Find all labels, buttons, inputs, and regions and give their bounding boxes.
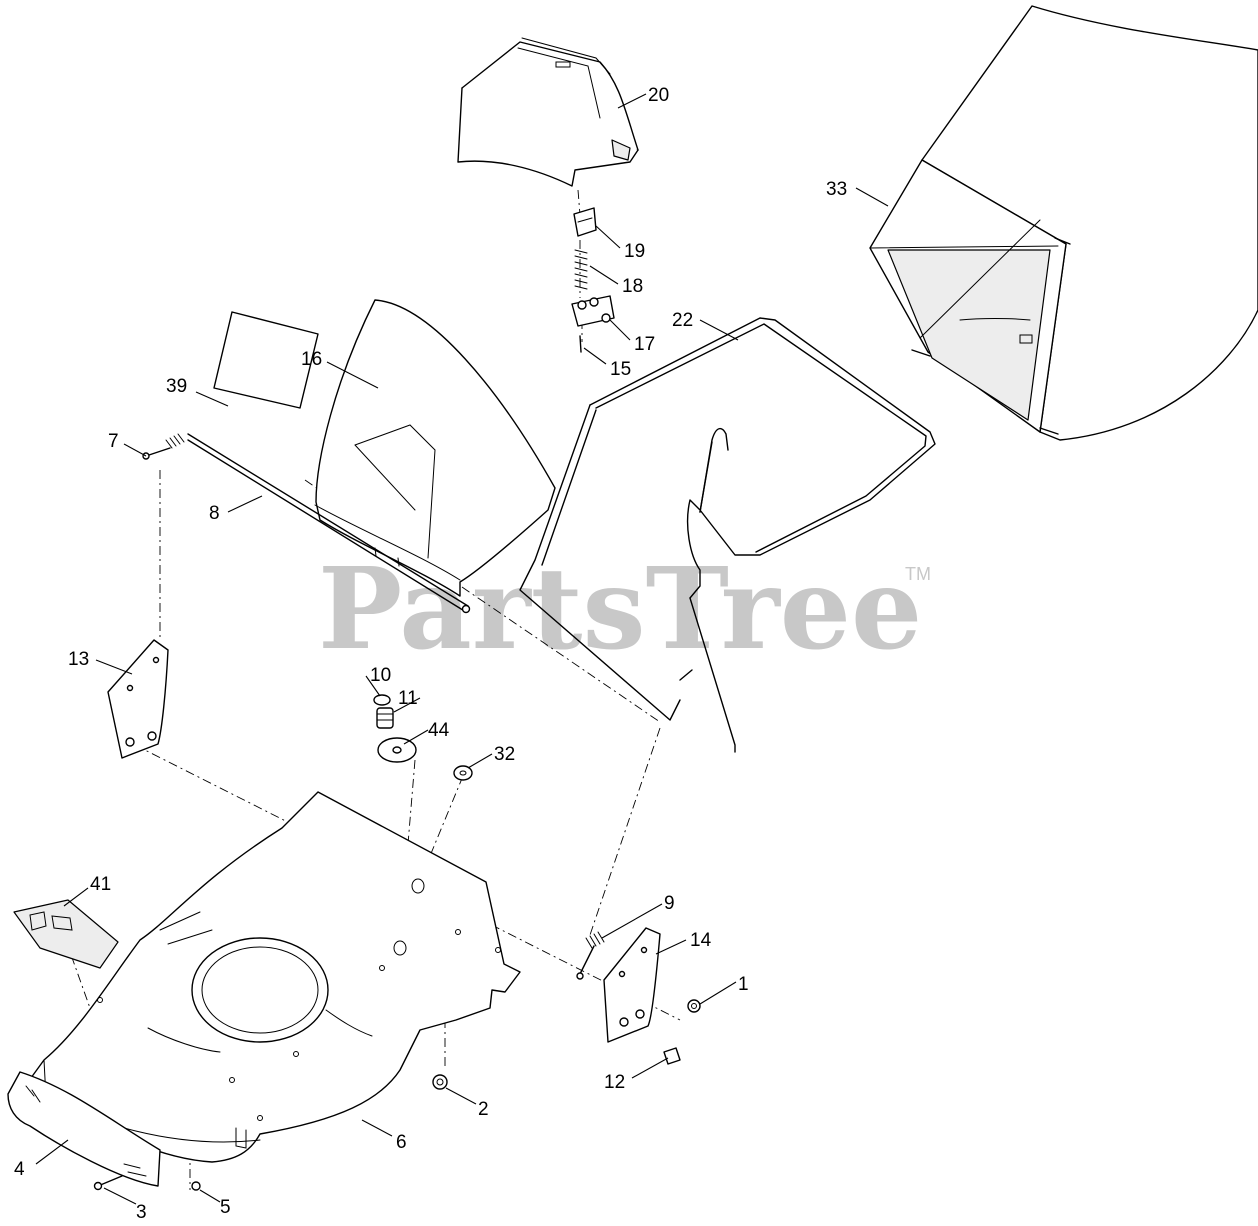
part-14-hinge-bracket-right bbox=[603, 927, 661, 1043]
part-41-decal bbox=[13, 899, 119, 969]
callout-32: 32 bbox=[494, 744, 515, 765]
callout-22: 22 bbox=[672, 310, 693, 331]
part-15-pin bbox=[579, 335, 582, 353]
callout-20: 20 bbox=[648, 85, 669, 106]
part-32-washer bbox=[453, 765, 473, 781]
leader-lines bbox=[35, 93, 889, 1205]
part-33-grass-bag bbox=[869, 5, 1258, 441]
callout-44: 44 bbox=[428, 720, 450, 741]
part-4-front-skirt bbox=[7, 1071, 161, 1187]
callout-15: 15 bbox=[610, 359, 631, 380]
callout-2: 2 bbox=[478, 1099, 489, 1120]
callout-8: 8 bbox=[209, 503, 220, 524]
callout-10: 10 bbox=[370, 665, 391, 686]
callout-16: 16 bbox=[301, 349, 322, 370]
callout-12: 12 bbox=[604, 1072, 625, 1093]
callout-11: 11 bbox=[398, 688, 418, 709]
part-11-bushing bbox=[376, 707, 394, 729]
callout-13: 13 bbox=[68, 649, 89, 670]
callout-18: 18 bbox=[622, 276, 643, 297]
callout-5: 5 bbox=[220, 1197, 231, 1218]
part-6-deck bbox=[27, 791, 521, 1163]
part-17-bracket bbox=[571, 295, 615, 327]
part-18-spring bbox=[574, 249, 588, 290]
part-2-nut bbox=[432, 1074, 448, 1090]
callouts: 20 33 19 18 17 15 22 16 39 7 8 13 10 11 … bbox=[14, 85, 847, 1223]
callout-14: 14 bbox=[690, 930, 712, 951]
callout-7: 7 bbox=[108, 431, 119, 452]
callout-6: 6 bbox=[396, 1132, 407, 1153]
part-8-rod bbox=[187, 433, 471, 614]
callout-17: 17 bbox=[634, 334, 655, 355]
callout-39: 39 bbox=[166, 376, 187, 397]
part-22-bag-frame bbox=[519, 317, 936, 753]
part-10-washer bbox=[373, 694, 391, 706]
callout-9: 9 bbox=[664, 893, 675, 914]
callout-3: 3 bbox=[136, 1202, 147, 1223]
part-9-spring bbox=[576, 931, 605, 980]
part-3-screw bbox=[93, 1175, 123, 1191]
part-7-spring bbox=[142, 433, 185, 460]
callout-33: 33 bbox=[826, 179, 847, 200]
callout-19: 19 bbox=[624, 241, 645, 262]
part-39-decal bbox=[213, 311, 319, 409]
callout-41: 41 bbox=[90, 874, 111, 895]
callout-1: 1 bbox=[738, 974, 749, 995]
part-19-latch bbox=[573, 207, 597, 237]
part-12-bolt bbox=[663, 1047, 681, 1065]
callout-4: 4 bbox=[14, 1159, 25, 1180]
part-13-hinge-bracket-left bbox=[107, 639, 169, 759]
part-44-washer bbox=[377, 737, 417, 763]
watermark-trademark: TM bbox=[905, 564, 931, 584]
part-5-screw bbox=[191, 1181, 201, 1191]
part-20-discharge-chute bbox=[457, 37, 639, 187]
part-1-nut bbox=[687, 999, 701, 1013]
part-16-rear-flap bbox=[314, 299, 556, 597]
